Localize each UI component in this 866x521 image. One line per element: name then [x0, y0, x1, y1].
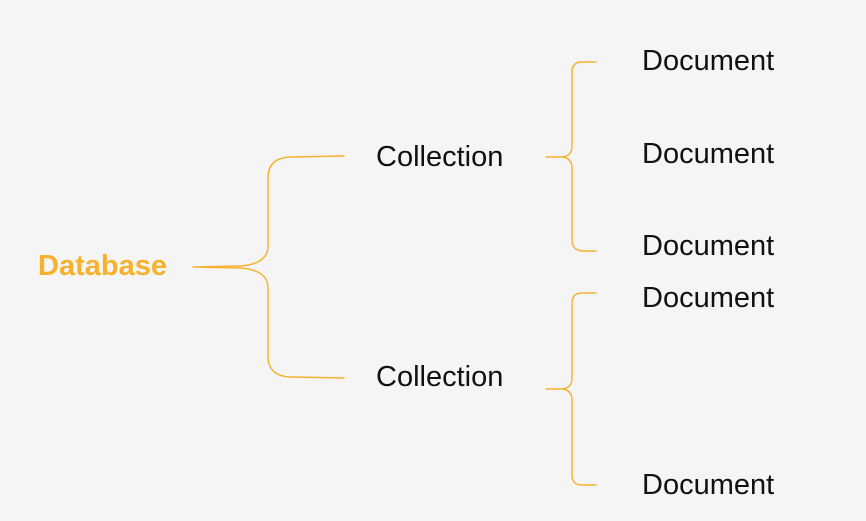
collection-label-2: Collection	[376, 361, 504, 393]
document-label-3: Document	[642, 230, 775, 262]
database-brace	[192, 155, 345, 379]
document-label-4: Document	[642, 282, 775, 314]
collection-2-brace	[545, 292, 597, 486]
document-label-5: Document	[642, 469, 775, 501]
database-label: Database	[38, 250, 167, 282]
document-label-2: Document	[642, 138, 775, 170]
document-label-1: Document	[642, 45, 775, 77]
collection-1-brace	[545, 61, 597, 252]
collection-label-1: Collection	[376, 141, 504, 173]
